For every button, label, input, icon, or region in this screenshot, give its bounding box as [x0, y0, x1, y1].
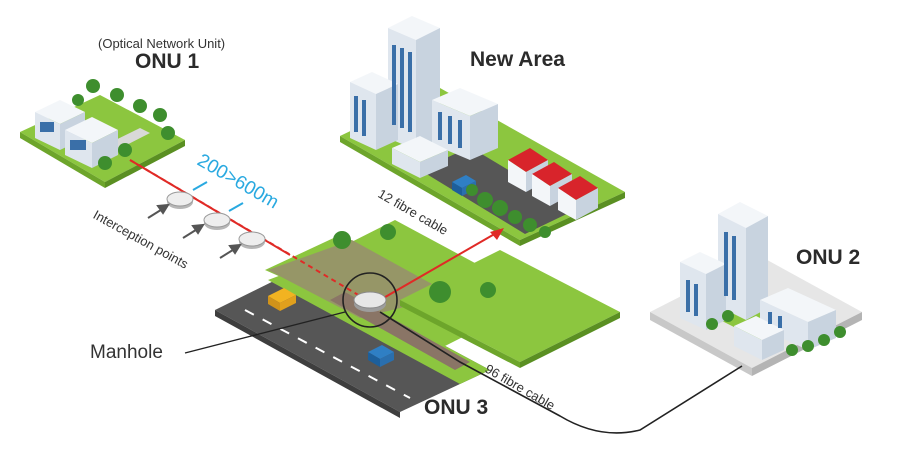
fibre-lines	[129, 159, 743, 434]
manhole	[184, 272, 398, 354]
onu1-block	[20, 79, 185, 188]
interception-disc	[166, 191, 194, 209]
manhole-label: Manhole	[90, 342, 163, 363]
interception-disc	[203, 212, 231, 230]
new-area-label: New Area	[470, 48, 565, 71]
onu1-label: ONU 1	[135, 50, 200, 73]
blue-car	[368, 345, 394, 367]
onu3-label: ONU 3	[424, 396, 489, 419]
onu2-block	[650, 202, 862, 376]
arrow-head-icon	[490, 228, 504, 240]
onu3-block	[215, 220, 620, 418]
interception-disc	[238, 231, 266, 249]
new-area-houses	[508, 148, 598, 220]
onu2-label: ONU 2	[796, 246, 861, 269]
new-area-towers	[350, 16, 498, 178]
onu1-subtitle: (Optical Network Unit)	[98, 36, 226, 51]
onu1-building-2	[65, 117, 118, 168]
manhole-pointer-line	[184, 311, 346, 354]
new-area-block	[340, 16, 625, 246]
interception-points	[147, 181, 266, 259]
96-fibre-cable-line	[379, 311, 743, 434]
yellow-car	[268, 288, 296, 311]
